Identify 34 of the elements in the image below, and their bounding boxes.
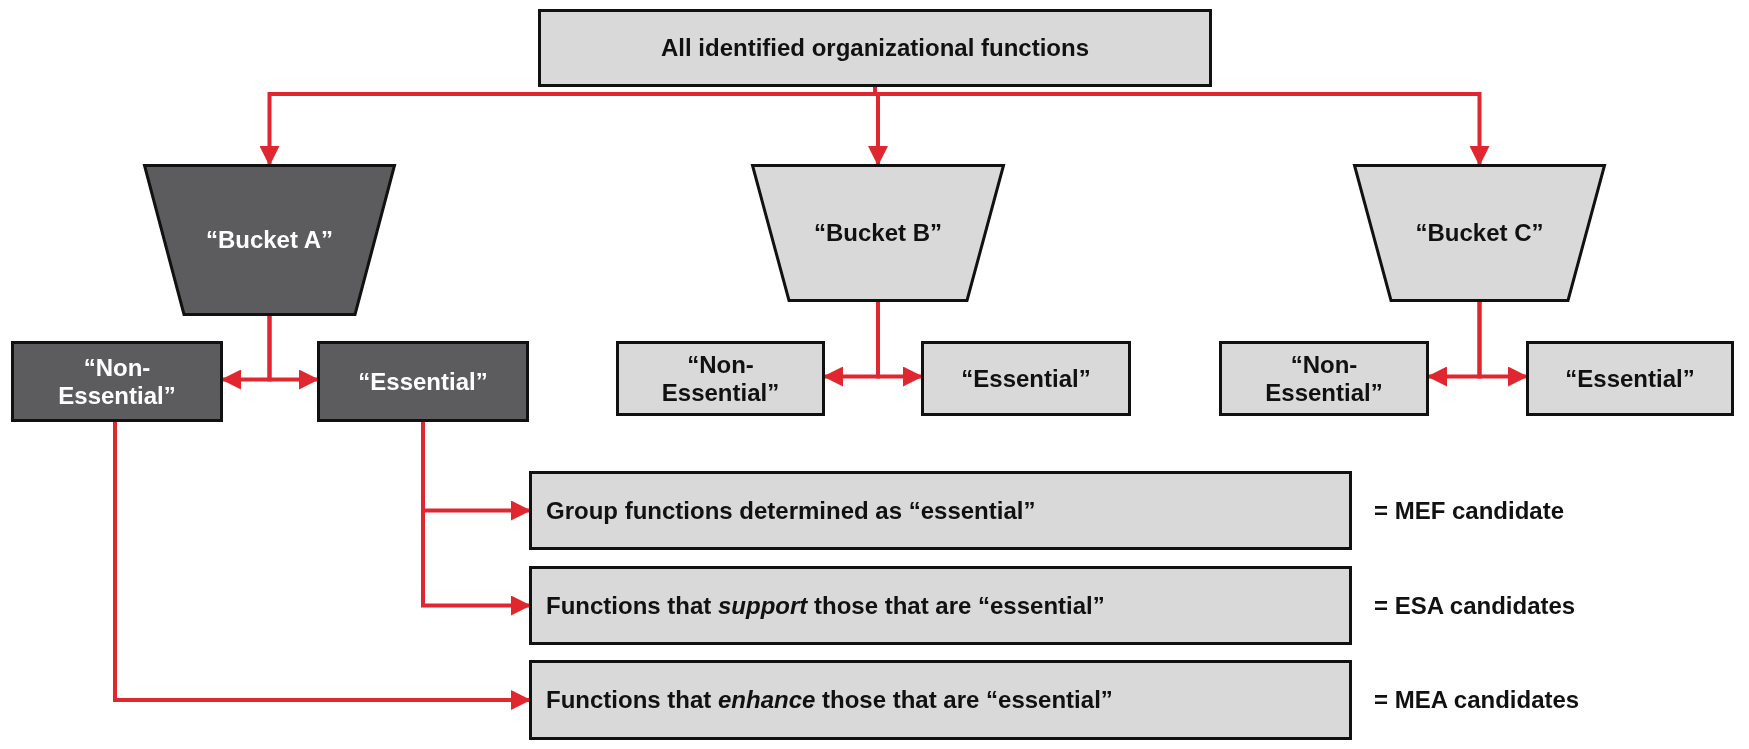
connector-arrow bbox=[876, 302, 923, 387]
result-label: = MEF candidate bbox=[1374, 496, 1565, 525]
node-label: “Non-Essential” bbox=[1264, 350, 1384, 407]
category-box bbox=[11, 341, 223, 422]
node-label: “Essential” bbox=[1565, 364, 1695, 393]
bucket-trapezoid bbox=[1353, 164, 1606, 302]
bucket-trapezoid bbox=[751, 164, 1005, 302]
category-box bbox=[538, 9, 1212, 87]
node-label: “Bucket B” bbox=[814, 219, 942, 247]
category-box bbox=[1219, 341, 1429, 416]
node-label: “Non-Essential” bbox=[57, 353, 177, 410]
connector-arrow bbox=[421, 422, 531, 616]
category-box bbox=[1526, 341, 1734, 416]
node-label: Group functions determined as “essential” bbox=[545, 496, 1037, 525]
node-label: “Non-Essential” bbox=[660, 350, 781, 407]
node-label: “Essential” bbox=[961, 364, 1091, 393]
result-label: = ESA candidates bbox=[1374, 591, 1576, 620]
result-label: = MEA candidates bbox=[1374, 686, 1580, 714]
node-label: “Essential” bbox=[358, 367, 488, 396]
category-box bbox=[921, 341, 1131, 416]
node-label: “Bucket A” bbox=[205, 226, 334, 254]
bucket-trapezoid bbox=[143, 164, 396, 316]
connector-arrow bbox=[113, 422, 531, 710]
node-label: Functions that enhance those that are “essential” bbox=[545, 686, 1114, 714]
node-label: Functions that support those that are “essential” bbox=[545, 591, 1106, 620]
result-box bbox=[529, 471, 1352, 550]
result-box bbox=[529, 660, 1352, 740]
result-box bbox=[529, 566, 1352, 645]
connector-arrow bbox=[1477, 302, 1528, 387]
category-box bbox=[317, 341, 529, 422]
category-box bbox=[616, 341, 825, 416]
node-label: “Bucket C” bbox=[1415, 219, 1544, 247]
connector-arrow bbox=[267, 316, 319, 390]
node-label: All identified organizational functions bbox=[661, 34, 1089, 62]
